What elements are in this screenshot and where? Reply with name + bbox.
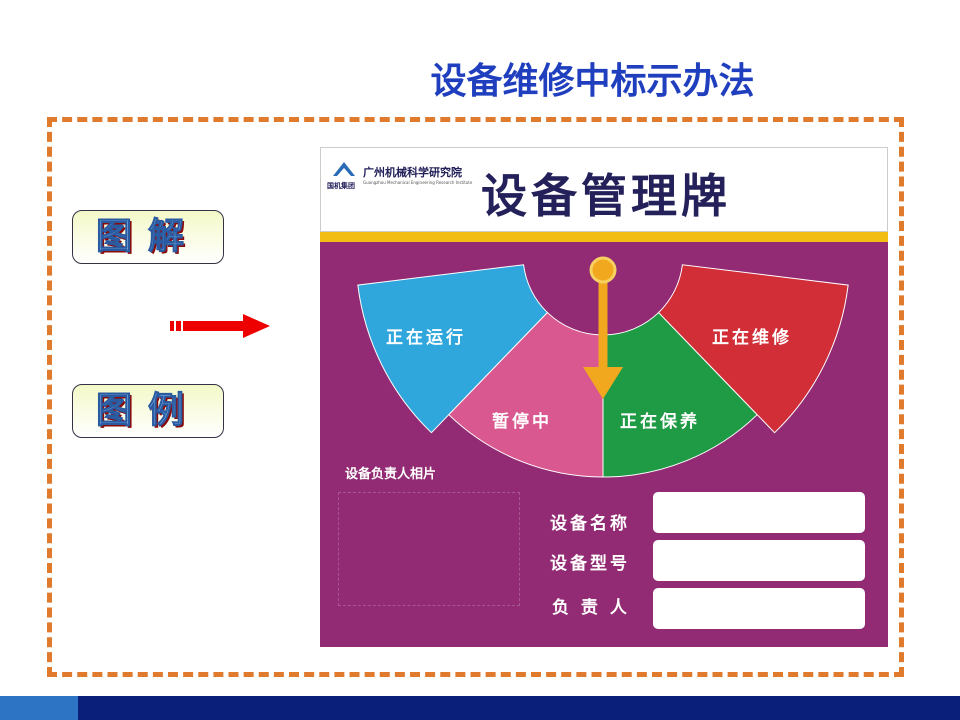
photo-label: 设备负责人相片 [345,467,437,482]
field-label-owner: 负 责 人 [552,598,630,618]
yellow-stripe [320,232,888,242]
field-model-input[interactable] [653,540,865,581]
status-gauge [357,256,849,478]
slide-title: 设备维修中标示办法 [430,61,755,102]
board-header: 国机集团 广州机械科学研究院 Guangzhou Mechanical Engi… [320,147,888,232]
arrow-right-icon [170,314,270,338]
tag-legend: 图例 [72,384,224,438]
state-maintaining: 正在保养 [620,412,700,432]
footer-bar [0,696,960,720]
field-label-model: 设备型号 [550,554,630,574]
field-owner-input[interactable] [653,588,865,629]
sector-paused [448,311,604,478]
photo-area [338,492,520,606]
equipment-management-board: 国机集团 广州机械科学研究院 Guangzhou Mechanical Engi… [320,147,888,647]
pointer-pivot [589,256,617,284]
sector-repairing [657,264,849,434]
field-label-name: 设备名称 [550,514,630,534]
group-name: 国机集团 [327,182,355,190]
sector-running [357,264,549,434]
institute-name: 广州机械科学研究院 [363,166,462,179]
institute-name-en: Guangzhou Mechanical Engineering Researc… [363,180,473,185]
pointer-head [583,367,623,399]
field-name-input[interactable] [653,492,865,533]
state-paused: 暂停中 [492,412,552,432]
sector-maintaining [602,311,758,478]
dashed-frame [47,117,904,677]
logo-icon [333,162,355,176]
board-title: 设备管理牌 [481,169,731,223]
state-running: 正在运行 [386,328,466,348]
tag-illustration: 图解 [72,210,224,264]
state-repairing: 正在维修 [712,328,792,348]
